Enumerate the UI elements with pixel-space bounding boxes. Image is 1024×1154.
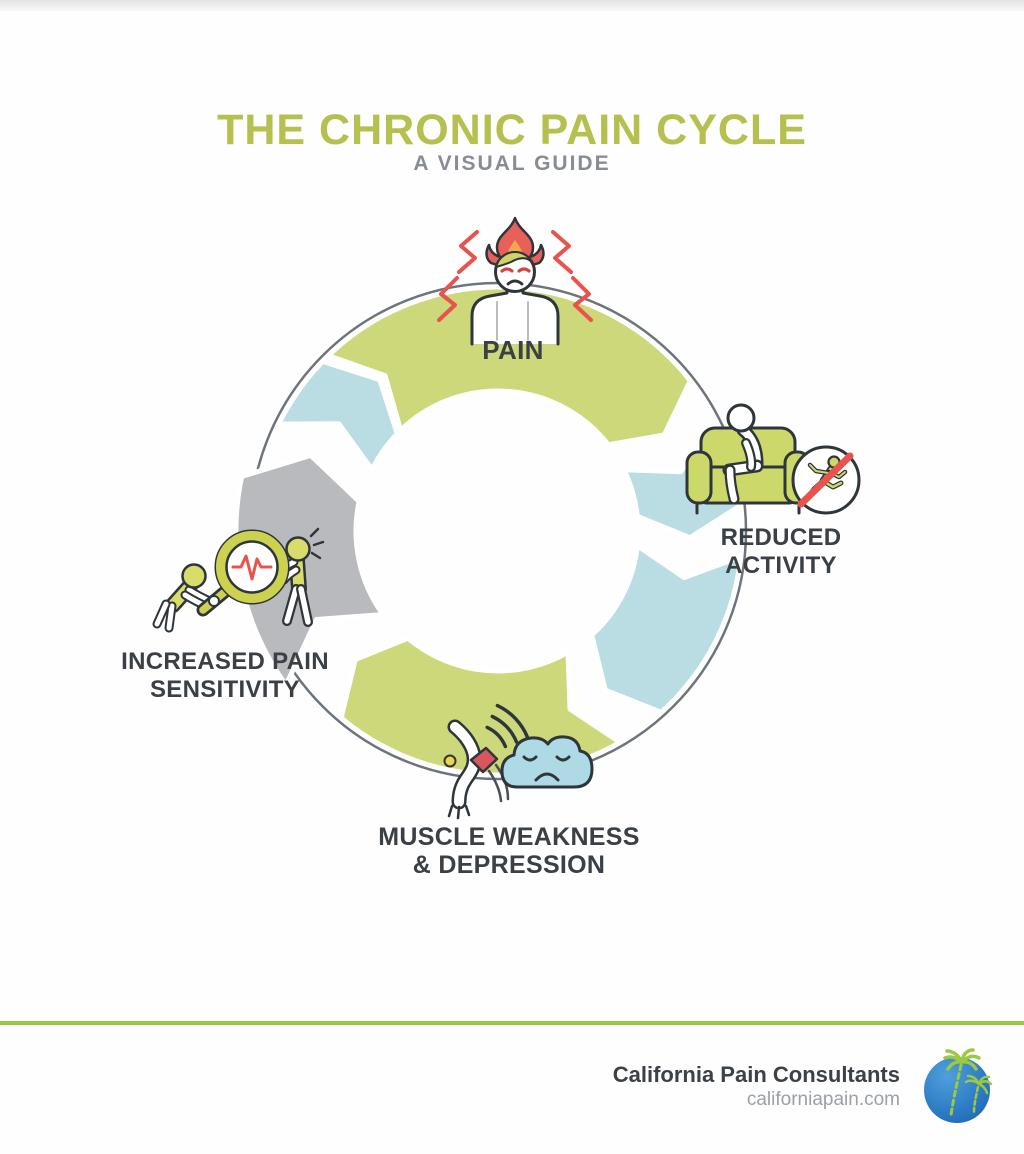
pain-person-icon (437, 216, 593, 346)
arc-segment-return (276, 358, 400, 473)
stage-label-increased-pain-sensitivity: INCREASED PAIN SENSITIVITY (121, 648, 329, 703)
pain-eye-right (517, 267, 531, 273)
footer-company-name: California Pain Consultants (612, 1062, 900, 1087)
magnifying-glass-icon (196, 529, 290, 617)
sad-cloud-icon (500, 735, 594, 789)
cuff-strap-1 (487, 769, 503, 803)
pain-zigzag-left-upper (457, 230, 479, 274)
pain-frown (506, 279, 524, 286)
footer-divider (0, 1021, 1024, 1025)
footer-website: californiapain.com (746, 1089, 900, 1110)
footer-brand: California Pain Consultants californiapa… (613, 1062, 900, 1112)
pain-zigzag-right-lower (571, 276, 593, 322)
couch-armrest-left (685, 450, 713, 505)
scan-edge-artifact (0, 0, 1024, 11)
pain-spark-marks (309, 527, 325, 560)
arc-segment-pain (325, 284, 693, 448)
cloud-frown (534, 772, 560, 782)
hand-fingers (447, 804, 471, 820)
globe-circle (924, 1057, 990, 1123)
figure-right-head (285, 536, 311, 562)
stage-label-reduced-activity: REDUCED ACTIVITY (720, 524, 842, 579)
page-subtitle: A VISUAL GUIDE (413, 152, 611, 175)
muscle-weakness-depression-icon (443, 703, 594, 820)
figure-left (152, 563, 217, 633)
pain-zigzag-left-lower (437, 276, 459, 322)
increased-sensitivity-icon (152, 527, 325, 633)
stage-label-pain: PAIN (482, 335, 544, 365)
pain-eye-left (500, 267, 514, 273)
cloud-eye-right (555, 755, 571, 762)
signal-waves-icon (485, 703, 530, 749)
elbow-dot (443, 754, 457, 768)
stage-label-muscle-weakness-depression: MUSCLE WEAKNESS & DEPRESSION (378, 823, 640, 879)
reduced-activity-icon (685, 403, 861, 515)
palm-trees (943, 1048, 993, 1117)
torso-seams (496, 301, 529, 341)
pain-zigzag-right-upper (551, 230, 573, 274)
ekg-pain-signal (231, 554, 273, 581)
cycle-ring (233, 284, 744, 778)
palm-globe-logo-icon (924, 1048, 993, 1123)
cloud-eye-left (522, 755, 538, 762)
slumped-person (722, 403, 764, 505)
pain-person-hair (495, 251, 533, 268)
arc-segment-increased-sensitivity (233, 452, 386, 688)
no-sign-slash (797, 452, 854, 508)
page-title: THE CHRONIC PAIN CYCLE (217, 106, 807, 154)
red-cuff (469, 746, 499, 774)
arc-segment-reduced-activity-2 (589, 543, 744, 715)
figure-left-head (181, 563, 207, 589)
slumped-person-head (726, 403, 756, 433)
no-running-sign (791, 445, 861, 515)
gripping-hand (208, 595, 220, 607)
